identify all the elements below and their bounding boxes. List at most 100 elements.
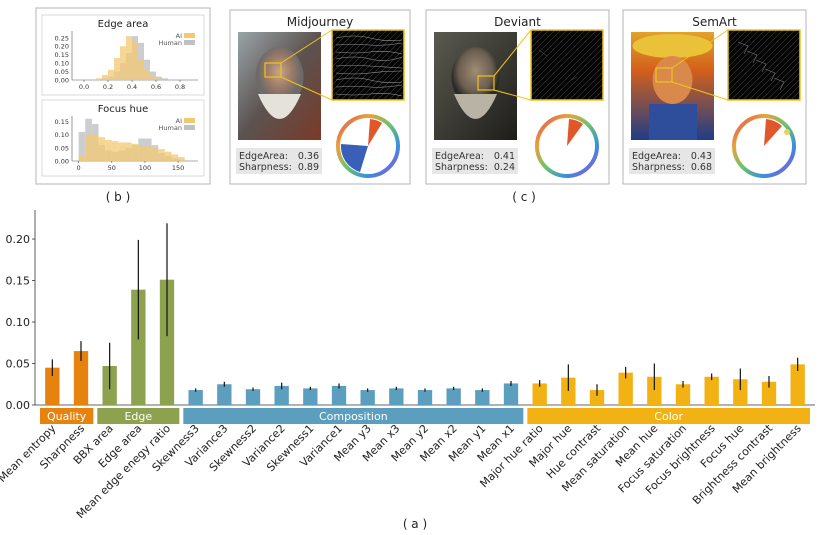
histogram-bar-ai (91, 134, 99, 161)
group-band-quality (40, 408, 94, 424)
examples-panel: MidjourneyEdgeArea:0.36Sharpness:0.89Dev… (229, 9, 807, 185)
bar (274, 385, 289, 405)
bar (761, 381, 777, 405)
histogram-y-tick-label: 0.00 (55, 158, 69, 166)
hue-wheel (336, 114, 400, 178)
legend-swatch-human (184, 40, 195, 45)
legend-label: Human (159, 124, 182, 132)
histogram-bar-ai (178, 157, 185, 161)
bar (790, 364, 805, 405)
histogram-bar-human (150, 71, 156, 80)
hue-wheel (535, 114, 599, 178)
zoom-connector (280, 29, 333, 64)
bar (417, 390, 433, 405)
bar (45, 367, 60, 405)
histogram-y-tick-label: 0.00 (55, 77, 69, 85)
portrait-image (238, 32, 321, 140)
group-label: Composition (319, 410, 388, 423)
example-title: Deviant (494, 15, 541, 29)
histogram-bar-ai (156, 78, 162, 80)
edge-map-inset (331, 29, 405, 101)
bar (303, 388, 318, 405)
bar (675, 384, 691, 405)
bar (704, 376, 719, 405)
histogram-bar-ai (114, 58, 120, 80)
panel-b-label: ( b ) (106, 190, 131, 204)
histogram-bar-ai (144, 69, 150, 80)
histogram-bar-ai (98, 137, 106, 161)
histogram-bar-ai (151, 147, 159, 161)
zoom-connector (671, 81, 729, 101)
histogram-bar-ai (144, 146, 152, 161)
histogram-frame (41, 99, 205, 177)
portrait-image (631, 32, 714, 140)
histogram-bar-human (78, 131, 86, 161)
edge-area-label: EdgeArea: (239, 151, 288, 162)
histogram-x-tick-label: 0.0 (79, 83, 89, 91)
histogram-x-tick-label: 150 (172, 164, 184, 172)
edge-area-value: 0.36 (298, 151, 319, 162)
legend-label: AI (176, 117, 182, 125)
group-label: Quality (47, 410, 87, 423)
legend-label: AI (176, 32, 182, 40)
histogram-x-tick-label: 0 (77, 164, 81, 172)
y-tick-label: 0.05 (6, 358, 31, 371)
histogram-y-tick-label: 0.10 (55, 131, 69, 139)
portrait-image (434, 32, 517, 140)
histogram-y-tick-label: 0.15 (55, 118, 69, 126)
group-label: Color (654, 410, 683, 423)
bar (589, 390, 605, 405)
group-band-color (527, 408, 810, 424)
bar (561, 377, 576, 405)
legend-swatch-human (184, 125, 195, 130)
histogram-x-tick-label: 50 (108, 164, 116, 172)
edge-area-value: 0.41 (494, 151, 515, 162)
zoom-connector (671, 29, 729, 69)
metrics-box (629, 148, 715, 174)
zoom-region-marker (264, 62, 282, 78)
histogram-bar-ai (118, 142, 126, 161)
histogram-bar-ai (138, 59, 144, 80)
panel-c-label: ( c ) (512, 190, 536, 204)
histogram-bar-ai (171, 154, 179, 161)
histogram-bar-ai (111, 141, 119, 161)
legend-swatch-ai (184, 33, 195, 38)
bar (446, 388, 461, 405)
metrics-box (236, 148, 322, 174)
histogram-bar-ai (126, 36, 132, 80)
histogram-bar-ai (102, 74, 108, 80)
zoom-region-marker (477, 75, 495, 91)
histogram-y-tick-label: 0.10 (55, 60, 69, 68)
histogram-title: Edge area (98, 19, 149, 30)
histogram-y-tick-label: 0.20 (55, 43, 69, 51)
edge-area-label: EdgeArea: (435, 151, 484, 162)
bar (647, 376, 662, 405)
histogram-bar-ai (150, 76, 156, 80)
bar (188, 390, 203, 405)
histogram-bar-ai (105, 139, 112, 161)
bar (503, 383, 519, 405)
histogram-bar-human (162, 78, 168, 80)
histogram-bar-ai (108, 69, 114, 80)
metrics-box (432, 148, 518, 174)
zoom-region-marker (655, 67, 673, 83)
histogram-y-tick-label: 0.05 (55, 68, 69, 76)
histogram-y-tick-label: 0.25 (55, 34, 69, 42)
histogram-bar-ai (85, 134, 92, 161)
histogram-x-tick-label: 0.8 (175, 83, 185, 91)
bar (733, 379, 748, 405)
hue-wheel (732, 114, 796, 178)
group-label: Edge (124, 410, 152, 423)
bar (389, 388, 404, 405)
example-title: SemArt (692, 15, 737, 29)
histogram-y-tick-label: 0.15 (55, 51, 69, 59)
histogram-x-tick-label: 0.6 (151, 83, 161, 91)
zoom-connector (280, 76, 333, 101)
